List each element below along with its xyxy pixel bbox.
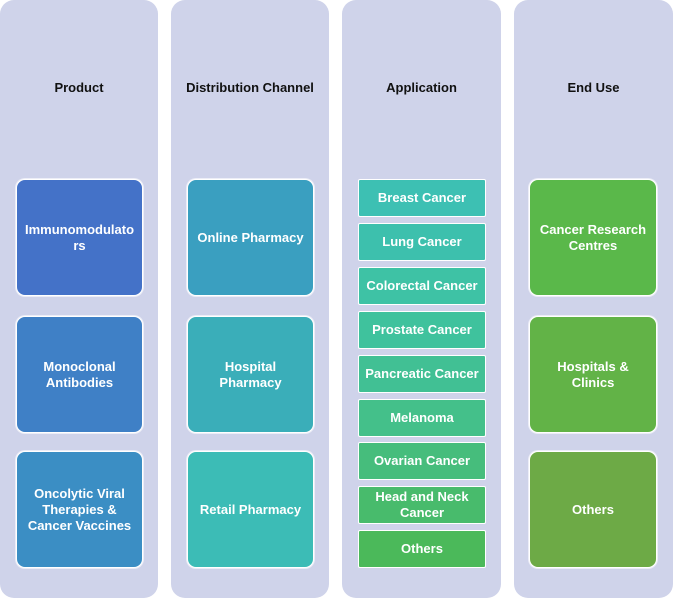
- application-colorectal-cancer: Colorectal Cancer: [358, 267, 486, 305]
- end-use-others: Others: [529, 451, 657, 568]
- product-title: Product: [54, 80, 104, 95]
- product-column: Product Immunomodulato rs Monoclonal Ant…: [0, 0, 158, 598]
- application-lung-cancer: Lung Cancer: [358, 223, 486, 261]
- application-column: Application Breast Cancer Lung Cancer Co…: [342, 0, 501, 598]
- product-monoclonal-antibodies: Monoclonal Antibodies: [16, 316, 143, 433]
- application-ovarian-cancer: Ovarian Cancer: [358, 442, 486, 480]
- product-oncolytic-viral-therapies: Oncolytic Viral Therapies & Cancer Vacci…: [16, 451, 143, 568]
- end-use-title: End Use: [567, 80, 620, 95]
- distribution-hospital-pharmacy: Hospital Pharmacy: [187, 316, 314, 433]
- distribution-title: Distribution Channel: [186, 80, 314, 95]
- distribution-online-pharmacy: Online Pharmacy: [187, 179, 314, 296]
- end-use-hospitals-clinics: Hospitals & Clinics: [529, 316, 657, 433]
- end-use-column: End Use Cancer Research Centres Hospital…: [514, 0, 673, 598]
- application-others: Others: [358, 530, 486, 568]
- distribution-column: Distribution Channel Online Pharmacy Hos…: [171, 0, 329, 598]
- product-immunomodulators: Immunomodulato rs: [16, 179, 143, 296]
- application-prostate-cancer: Prostate Cancer: [358, 311, 486, 349]
- application-breast-cancer: Breast Cancer: [358, 179, 486, 217]
- application-pancreatic-cancer: Pancreatic Cancer: [358, 355, 486, 393]
- application-title: Application: [386, 80, 457, 95]
- application-melanoma: Melanoma: [358, 399, 486, 437]
- end-use-cancer-research-centres: Cancer Research Centres: [529, 179, 657, 296]
- application-head-and-neck-cancer: Head and Neck Cancer: [358, 486, 486, 524]
- distribution-retail-pharmacy: Retail Pharmacy: [187, 451, 314, 568]
